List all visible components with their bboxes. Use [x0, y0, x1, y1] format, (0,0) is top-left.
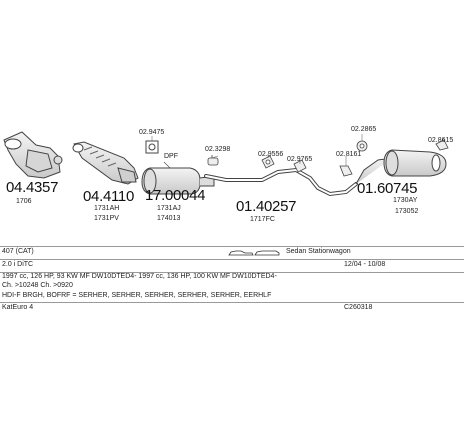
part4-code: 01.40257 [236, 198, 297, 215]
exhaust-drawing [3, 131, 449, 197]
dpf-part[interactable] [141, 167, 215, 195]
part4-small3: 02.9765 [287, 156, 313, 163]
exhaust-diagram: 04.4357 1706 04.4110 1731AH 1731PV 02.94… [3, 126, 454, 223]
model-text: 407 (CAT) [2, 248, 34, 255]
part5-small1: 02.2865 [351, 126, 377, 133]
part3-code: 17.00044 [145, 187, 206, 204]
part5-code: 01.60745 [357, 180, 418, 197]
flex-pipe-part[interactable] [72, 141, 139, 185]
engine-text: 2.0 i DiTC [2, 261, 34, 268]
part5-small3: 02.8615 [428, 137, 454, 144]
part2-code: 04.4110 [83, 188, 135, 205]
gasket-part[interactable] [145, 140, 159, 154]
part4-small2: 02.9556 [258, 151, 284, 158]
part3-ref1: 1731AJ [157, 205, 181, 212]
engine-spec-text: 1997 cc, 126 HP, 93 KW MF DW10DTED4- 199… [2, 273, 277, 280]
part2-ref1: 1731AH [94, 205, 120, 212]
hanger-part[interactable] [261, 155, 275, 169]
middle-pipe-part[interactable] [204, 167, 358, 197]
table-row: KatEuro 4 C260318 [0, 302, 464, 315]
tail-hanger[interactable] [435, 139, 449, 151]
catalytic-converter-part[interactable] [3, 131, 63, 179]
silencer-clamp[interactable] [356, 140, 368, 152]
hanger-part-2[interactable] [293, 159, 307, 173]
part3-small-code: 02.9475 [139, 129, 165, 136]
table-row: 1997 cc, 126 HP, 93 KW MF DW10DTED4- 199… [0, 272, 464, 282]
clamp-part[interactable] [207, 155, 219, 166]
part4-ref: 1717FC [250, 216, 275, 223]
part1-code: 04.4357 [6, 179, 59, 196]
part2-ref2: 1731PV [94, 215, 119, 222]
dpf-label: DPF [164, 153, 178, 160]
table-row: 407 (CAT) Sedan Stationwagon [0, 246, 464, 259]
stationwagon-icon [254, 250, 280, 256]
chassis-text: Ch. >10248 Ch. >0920 [2, 282, 73, 289]
table-row: Ch. >10248 Ch. >0920 [0, 282, 464, 291]
notes-text: HDI-F BRGH, BOFRF = SERHER, SERHER, SERH… [2, 292, 272, 299]
date-range-text: 12/04 - 10/08 [344, 261, 386, 268]
table-row: HDI-F BRGH, BOFRF = SERHER, SERHER, SERH… [0, 292, 464, 301]
part5-ref2: 173052 [395, 208, 419, 215]
catalog-code-text: C260318 [344, 304, 373, 311]
part1-ref: 1706 [16, 198, 32, 205]
silencer-hanger[interactable] [339, 165, 353, 177]
rear-silencer-part[interactable] [355, 149, 447, 185]
body-type-text: Sedan Stationwagon [286, 248, 351, 255]
table-row: 2.0 i DiTC 12/04 - 10/08 [0, 259, 464, 272]
part5-small2: 02.8161 [336, 151, 362, 158]
euro-norm-text: KatEuro 4 [2, 304, 34, 311]
part4-small1: 02.3298 [205, 146, 231, 153]
part3-ref2: 174013 [157, 215, 181, 222]
sedan-icon [228, 250, 254, 256]
part5-ref1: 1730AY [393, 197, 418, 204]
